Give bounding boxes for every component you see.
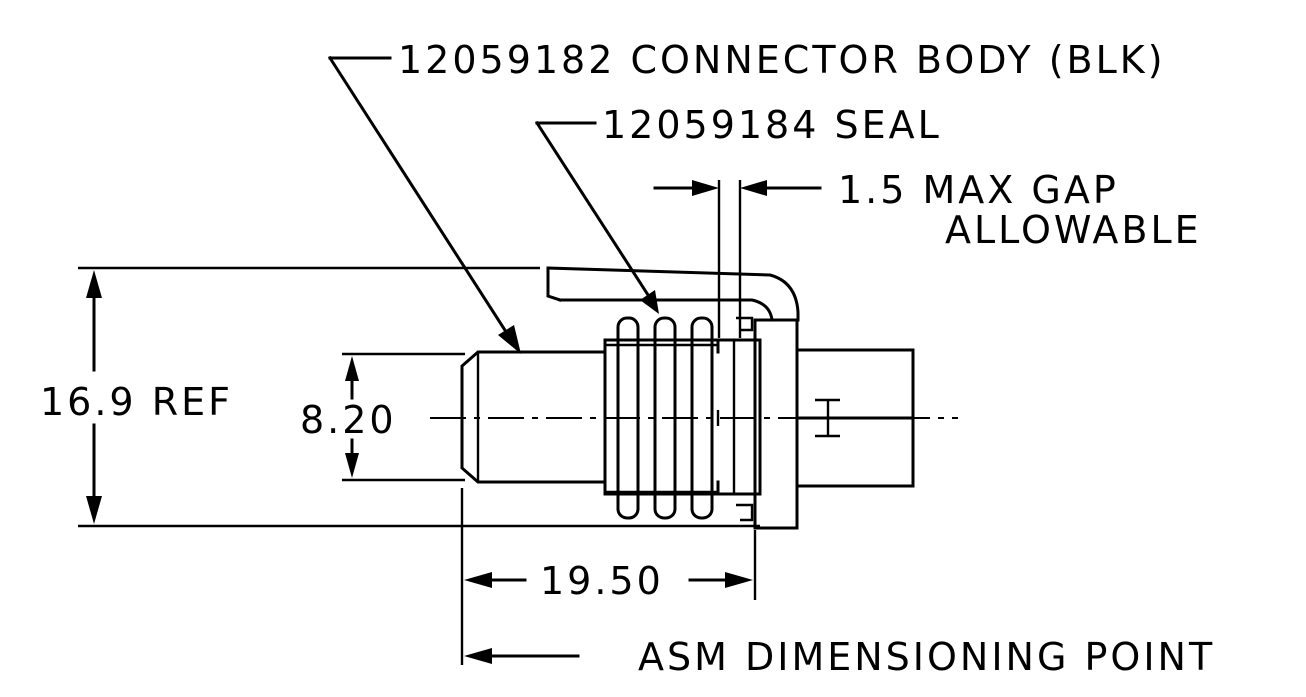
overall-height-label: 16.9 REF (40, 380, 233, 424)
asm-point-label: ASM DIMENSIONING POINT (638, 635, 1215, 679)
gap-label-line2: ALLOWABLE (945, 208, 1202, 252)
overall-height-dimension (78, 266, 760, 528)
asm-point-leader (464, 648, 580, 664)
body-diameter-label: 8.20 (300, 398, 397, 442)
gap-label-line1: 1.5 MAX GAP (838, 168, 1119, 212)
seal (603, 316, 757, 520)
connector-body-label: 12059182 CONNECTOR BODY (BLK) (398, 38, 1166, 82)
connector-body-leader (327, 55, 521, 354)
seal-leader (534, 120, 659, 314)
body-diameter-dimension (342, 352, 465, 482)
seal-label: 12059184 SEAL (602, 103, 942, 147)
gap-dimension (653, 180, 822, 338)
length-label: 19.50 (540, 559, 664, 603)
length-dimension (460, 488, 757, 665)
connector-body (460, 266, 915, 530)
